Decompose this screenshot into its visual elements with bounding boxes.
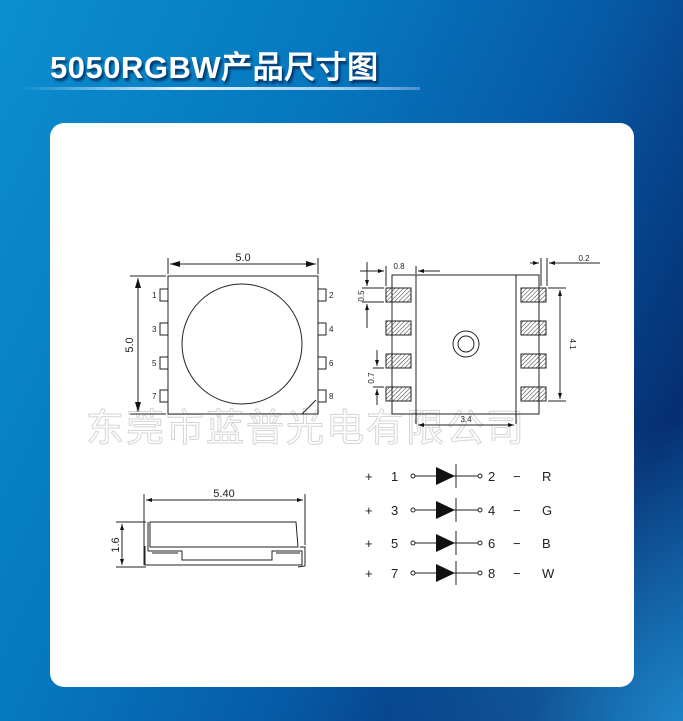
cathode-pin: 6 (488, 536, 495, 551)
watermark: 东莞市蓝普光电有限公司 (86, 408, 526, 450)
pin-label: 7 (152, 392, 157, 401)
minus-sign: − (513, 566, 521, 581)
anode-pin: 1 (391, 469, 398, 484)
channel-label: B (542, 536, 551, 551)
plus-sign: + (365, 503, 373, 518)
minus-sign: − (513, 469, 521, 484)
diode-row-w: + 7 8 − W (365, 561, 555, 585)
anode-pin: 7 (391, 566, 398, 581)
minus-sign: − (513, 536, 521, 551)
body-width-label: 3.4 (460, 415, 472, 424)
channel-label: W (542, 566, 555, 581)
pin-label: 2 (329, 291, 334, 300)
bottom-view-body (391, 274, 540, 415)
plus-sign: + (365, 536, 373, 551)
cathode-pin: 8 (488, 566, 495, 581)
anode-pin: 3 (391, 503, 398, 518)
cathode-pin: 4 (488, 503, 495, 518)
pin-label: 4 (329, 325, 334, 334)
pin-label: 6 (329, 359, 334, 368)
cathode-pin: 2 (488, 469, 495, 484)
pin-label: 1 (152, 291, 157, 300)
pad-pitch-label: 0.7 (367, 372, 376, 384)
diagram-panel (50, 123, 634, 687)
diode-icon (436, 564, 455, 582)
pin-label: 3 (152, 325, 157, 334)
channel-label: G (542, 503, 552, 518)
anode-pin: 5 (391, 536, 398, 551)
top-view (130, 258, 327, 415)
channel-label: R (542, 469, 551, 484)
edge-gap-label: 0.2 (578, 254, 590, 263)
diode-row-r: + 1 2 − R (365, 464, 551, 488)
side-view (116, 494, 306, 568)
bottom-view (360, 258, 600, 427)
pad-width-label: 0.8 (393, 262, 405, 271)
top-width-label: 5.0 (235, 252, 250, 264)
diode-row-g: + 3 4 − G (365, 498, 552, 522)
pad-span-label: 4.1 (568, 338, 577, 350)
top-view-body (167, 275, 319, 415)
led-schematic: + 1 2 − R + 3 4 − G + 5 6 − B (365, 464, 555, 585)
pin-label: 5 (152, 359, 157, 368)
diode-icon (436, 501, 455, 519)
diode-icon (436, 534, 455, 552)
side-length-label: 5.40 (213, 488, 234, 500)
pad-height-label: 0.5 (357, 290, 366, 302)
plus-sign: + (365, 469, 373, 484)
title-underline (20, 87, 420, 90)
diode-icon (436, 467, 455, 485)
diode-row-b: + 5 6 − B (365, 531, 551, 555)
lens-circle (181, 283, 303, 405)
top-height-label: 5.0 (124, 337, 136, 352)
plus-sign: + (365, 566, 373, 581)
side-height-label: 1.6 (110, 537, 122, 552)
page-title: 5050RGBW产品尺寸图 (50, 50, 379, 85)
minus-sign: − (513, 503, 521, 518)
pin-label: 8 (329, 392, 334, 401)
